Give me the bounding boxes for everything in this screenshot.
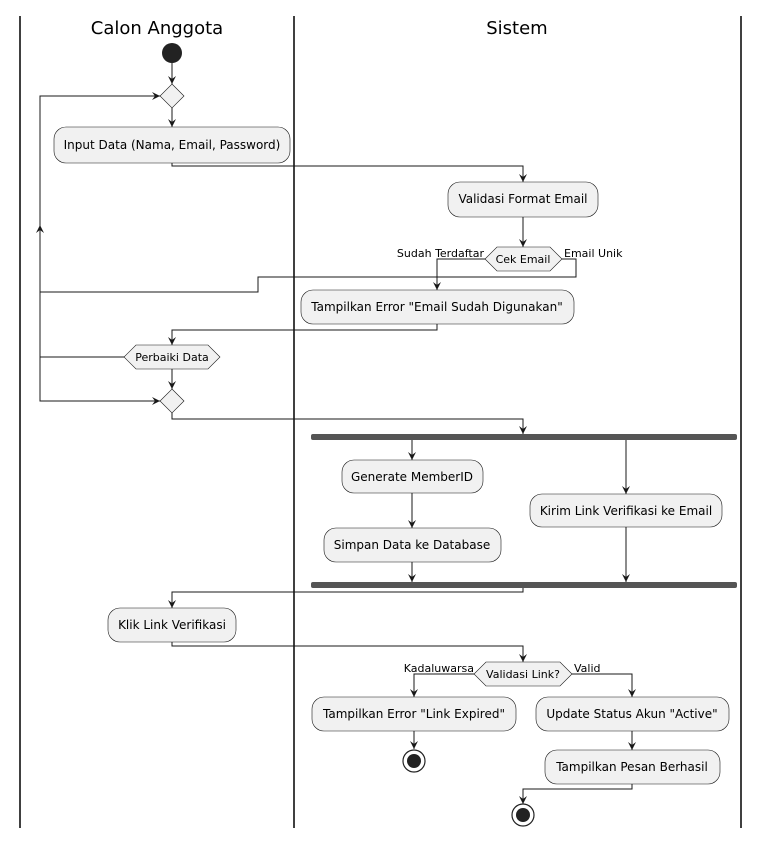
activity-generate-memberid-label: Generate MemberID: [351, 470, 473, 484]
activity-tampilkan-error-link: Tampilkan Error "Link Expired": [311, 696, 517, 732]
activity-tampilkan-error-link-label: Tampilkan Error "Link Expired": [322, 707, 505, 721]
lane-title-calon-anggota: Calon Anggota: [91, 18, 223, 39]
activity-input-data: Input Data (Nama, Email, Password): [53, 126, 291, 164]
decision-validasi-link-label: Validasi Link?: [486, 668, 560, 681]
join-bar: [311, 582, 737, 588]
activity-kirim-link-label: Kirim Link Verifikasi ke Email: [540, 504, 712, 518]
start-node: [162, 43, 182, 63]
decision-perbaiki-data-label: Perbaiki Data: [135, 351, 209, 364]
branch-label-kadaluwarsa: Kadaluwarsa: [404, 662, 474, 675]
activity-update-status: Update Status Akun "Active": [535, 696, 730, 732]
merge-diamond-bottom: [159, 388, 185, 414]
end-node-success: [511, 803, 535, 827]
activity-klik-link: Klik Link Verifikasi: [107, 607, 237, 643]
activity-simpan-data-label: Simpan Data ke Database: [334, 538, 490, 552]
edges: [36, 63, 636, 804]
branch-label-email-unik: Email Unik: [564, 247, 623, 260]
decision-perbaiki-data: Perbaiki Data: [123, 344, 221, 370]
activity-tampilkan-error-email: Tampilkan Error "Email Sudah Digunakan": [300, 289, 575, 325]
activity-tampilkan-pesan: Tampilkan Pesan Berhasil: [544, 749, 721, 785]
activity-input-data-label: Input Data (Nama, Email, Password): [64, 138, 281, 152]
lane-title-sistem: Sistem: [486, 18, 547, 39]
activity-update-status-label: Update Status Akun "Active": [546, 707, 717, 721]
end-node-expired: [402, 749, 426, 773]
decision-validasi-link: Validasi Link?: [473, 661, 573, 687]
activity-kirim-link: Kirim Link Verifikasi ke Email: [529, 493, 723, 528]
merge-diamond-top: [159, 83, 185, 109]
activity-simpan-data: Simpan Data ke Database: [323, 527, 502, 563]
branch-label-sudah-terdaftar: Sudah Terdaftar: [397, 247, 485, 260]
activity-validasi-format-email-label: Validasi Format Email: [458, 192, 587, 206]
activity-generate-memberid: Generate MemberID: [341, 459, 484, 494]
activity-tampilkan-error-email-label: Tampilkan Error "Email Sudah Digunakan": [310, 300, 562, 314]
activity-tampilkan-pesan-label: Tampilkan Pesan Berhasil: [555, 760, 708, 774]
activity-validasi-format-email: Validasi Format Email: [447, 181, 599, 218]
decision-cek-email: Cek Email: [484, 246, 563, 272]
activity-klik-link-label: Klik Link Verifikasi: [118, 618, 226, 632]
branch-label-valid: Valid: [574, 662, 601, 675]
decision-cek-email-label: Cek Email: [496, 253, 551, 266]
fork-bar: [311, 434, 737, 440]
